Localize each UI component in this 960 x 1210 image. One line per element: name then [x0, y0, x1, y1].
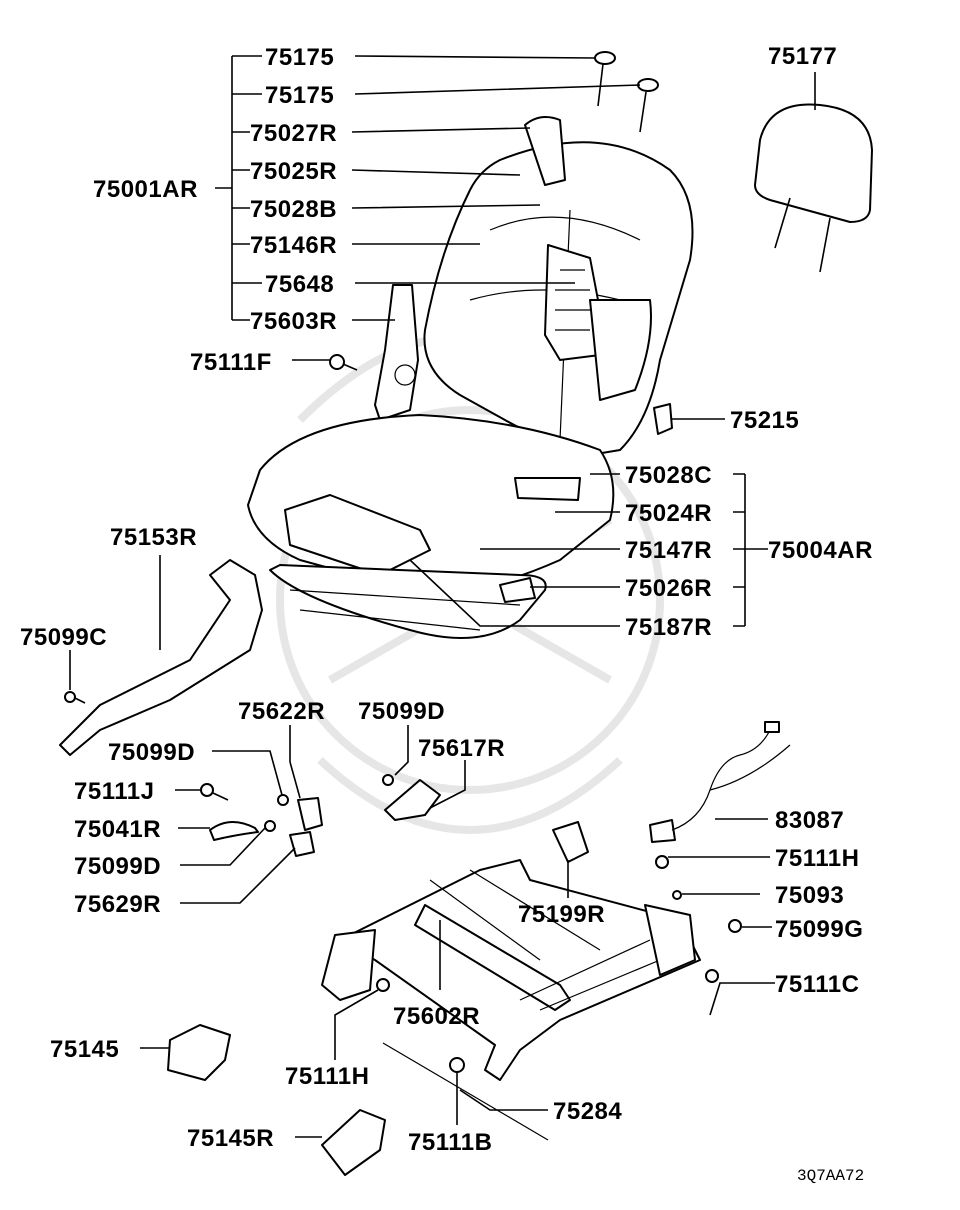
headrest — [754, 103, 873, 273]
callout-75099D-top: 75099D — [358, 698, 445, 725]
callout-75041R: 75041R — [74, 816, 161, 843]
bolt-75111H-b — [376, 978, 390, 992]
bolt-75111H-a — [655, 855, 669, 869]
callout-75001AR: 75001AR — [93, 176, 198, 203]
wire-75284 — [382, 1042, 549, 1141]
callout-75093: 75093 — [775, 882, 844, 909]
headrest-guide — [524, 115, 566, 186]
callout-75004AR: 75004AR — [768, 537, 873, 564]
screw-75099D-b — [382, 774, 394, 786]
callout-75027R: 75027R — [250, 120, 337, 147]
side-cover-75153R — [59, 559, 263, 756]
track-bracket-right — [644, 904, 696, 976]
callout-75187R: 75187R — [625, 614, 712, 641]
callout-75175-b: 75175 — [265, 82, 334, 109]
bolt-75111J — [200, 783, 229, 801]
bolt-75111B — [449, 1057, 465, 1073]
callout-75617R: 75617R — [418, 735, 505, 762]
screw-75099C — [64, 691, 86, 704]
screw-75175-a — [594, 51, 616, 107]
callout-75629R: 75629R — [74, 891, 161, 918]
callout-75199R: 75199R — [518, 901, 605, 928]
drawing-code: 3Q7AA72 — [797, 1167, 864, 1185]
callout-75175-a: 75175 — [265, 44, 334, 71]
callout-75026R: 75026R — [625, 575, 712, 602]
leader-lines — [69, 55, 816, 1138]
track-bracket-left — [321, 929, 376, 1001]
callout-75025R: 75025R — [250, 158, 337, 185]
bolt-75111F — [329, 354, 358, 371]
callout-75028C: 75028C — [625, 462, 712, 489]
callout-75648: 75648 — [265, 271, 334, 298]
bolt-75111C — [705, 969, 719, 983]
seatback-assembly — [329, 51, 694, 456]
callout-75111J: 75111J — [74, 778, 154, 805]
callout-75111H-bottom: 75111H — [285, 1063, 369, 1090]
harness-83087 — [649, 819, 676, 843]
screw-75099D-a — [277, 794, 289, 806]
callout-75111F: 75111F — [190, 349, 272, 376]
callout-labels: 75175 75175 75027R 75025R 75001AR 75028B… — [20, 43, 873, 1185]
cushion-frame — [269, 564, 547, 639]
callout-75622R: 75622R — [238, 698, 325, 725]
callout-75177: 75177 — [768, 43, 837, 70]
side-pad — [589, 299, 652, 401]
knob-75629R — [289, 831, 315, 857]
callout-75028B: 75028B — [250, 196, 337, 223]
callout-75099G: 75099G — [775, 916, 863, 943]
callout-75145R: 75145R — [187, 1125, 274, 1152]
cushion-patch — [514, 477, 581, 501]
small-fittings-left — [200, 774, 441, 857]
cushion-pad — [284, 494, 431, 576]
callout-75099C: 75099C — [20, 624, 107, 651]
callout-75099D-left: 75099D — [108, 739, 195, 766]
screw-75175-b — [637, 78, 659, 133]
callout-75284: 75284 — [553, 1098, 622, 1125]
cover-75617R — [384, 779, 441, 821]
cover-75145R — [321, 1109, 386, 1176]
callout-75099D-lower: 75099D — [74, 853, 161, 880]
seat-track-assembly — [321, 721, 791, 1141]
callout-75153R: 75153R — [110, 524, 197, 551]
screw-75099G — [728, 919, 742, 933]
cover-75145 — [167, 1024, 231, 1081]
callout-75111B: 75111B — [408, 1129, 492, 1156]
callout-75603R: 75603R — [250, 308, 337, 335]
clip-75199R — [552, 821, 589, 863]
callout-75145: 75145 — [50, 1036, 119, 1063]
nut-75093 — [672, 890, 682, 900]
callout-83087: 83087 — [775, 807, 844, 834]
callout-75111C: 75111C — [775, 971, 859, 998]
clip-75215 — [653, 403, 673, 435]
seat-cushion — [247, 414, 615, 639]
callout-75111H-right: 75111H — [775, 845, 859, 872]
cushion-bracket — [499, 577, 536, 603]
bracket-75622R — [297, 797, 323, 831]
recliner-bracket — [374, 284, 419, 421]
callout-75024R: 75024R — [625, 500, 712, 527]
callout-75147R: 75147R — [625, 537, 712, 564]
screw-75099D-c — [264, 820, 276, 832]
callout-75215: 75215 — [730, 407, 799, 434]
callout-75146R: 75146R — [250, 232, 337, 259]
callout-75602R: 75602R — [393, 1003, 480, 1030]
lever-75041R — [209, 821, 259, 841]
